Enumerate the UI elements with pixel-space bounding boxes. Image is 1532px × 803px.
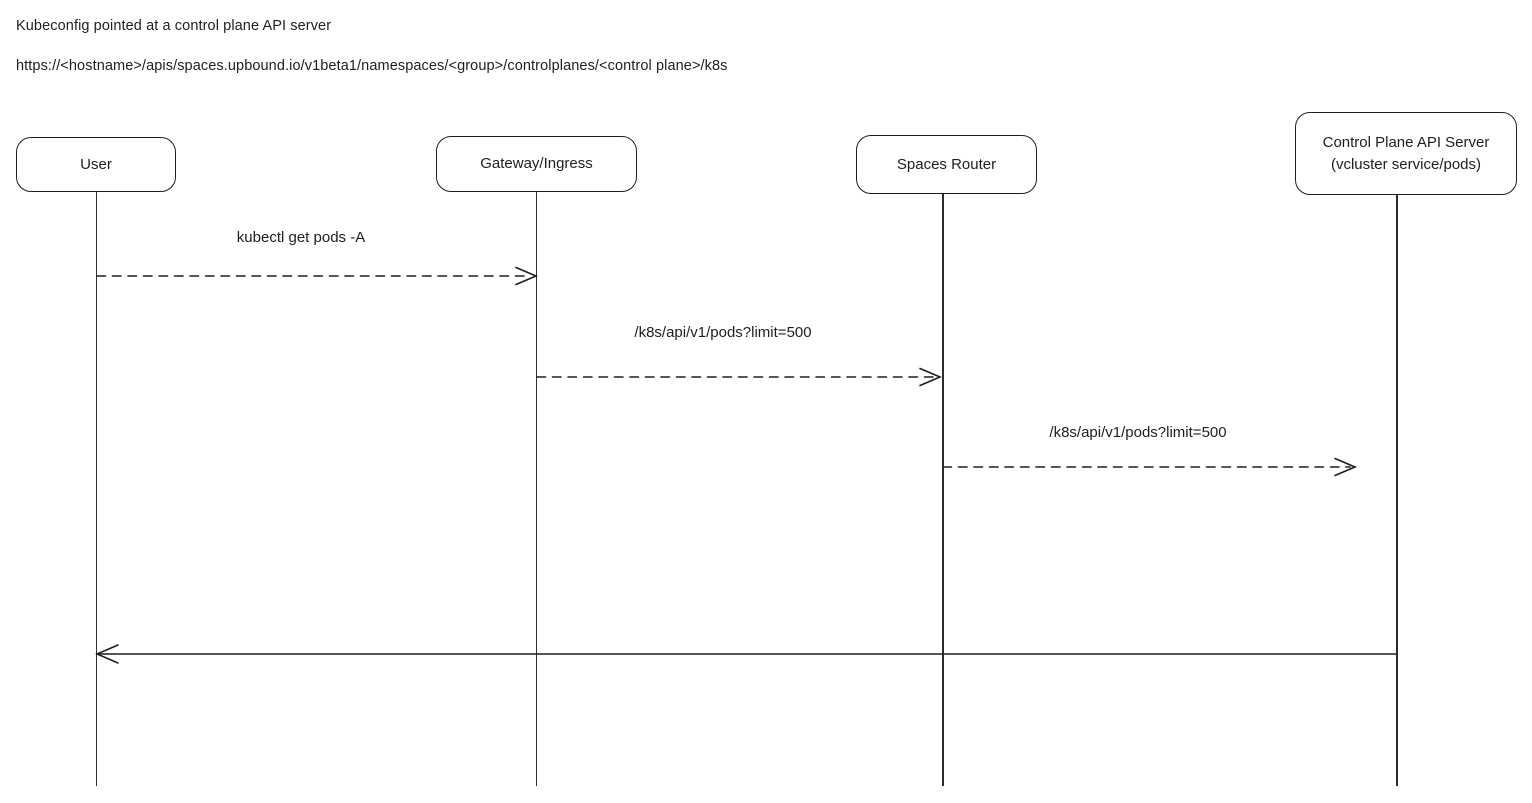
actor-label-user: User	[80, 155, 112, 173]
actor-label-gateway-ingress: Gateway/Ingress	[480, 155, 593, 173]
lifeline-control-plane-api-server	[1396, 195, 1398, 786]
arrow-user-to-gateway	[96, 266, 539, 286]
diagram-title: Kubeconfig pointed at a control plane AP…	[16, 18, 332, 34]
actor-label-spaces-router: Spaces Router	[896, 155, 997, 173]
actor-label-control-plane-api-server: Control Plane API Server	[1322, 133, 1490, 151]
diagram-subtitle-url: https://<hostname>/apis/spaces.upbound.i…	[16, 58, 728, 74]
actor-box-control-plane-api-server: Control Plane API Server (vcluster servi…	[1295, 112, 1517, 195]
message-label-kubectl-get-pods: kubectl get pods -A	[236, 229, 366, 246]
message-label-k8s-api-pods-2: /k8s/api/v1/pods?limit=500	[1049, 424, 1227, 441]
lifeline-gateway-ingress	[535, 192, 538, 786]
arrow-return-control-plane-to-user	[95, 644, 1398, 664]
arrow-gateway-to-spaces-router	[536, 367, 943, 387]
message-label-k8s-api-pods-1: /k8s/api/v1/pods?limit=500	[634, 324, 812, 341]
actor-sublabel-control-plane-api-server: (vcluster service/pods)	[1330, 155, 1482, 173]
lifeline-spaces-router	[942, 194, 944, 786]
actor-box-user: User	[16, 137, 176, 192]
actor-box-gateway-ingress: Gateway/Ingress	[436, 136, 637, 192]
actor-box-spaces-router: Spaces Router	[856, 135, 1037, 194]
arrow-spaces-router-to-control-plane	[942, 457, 1358, 477]
lifeline-user	[95, 192, 98, 786]
